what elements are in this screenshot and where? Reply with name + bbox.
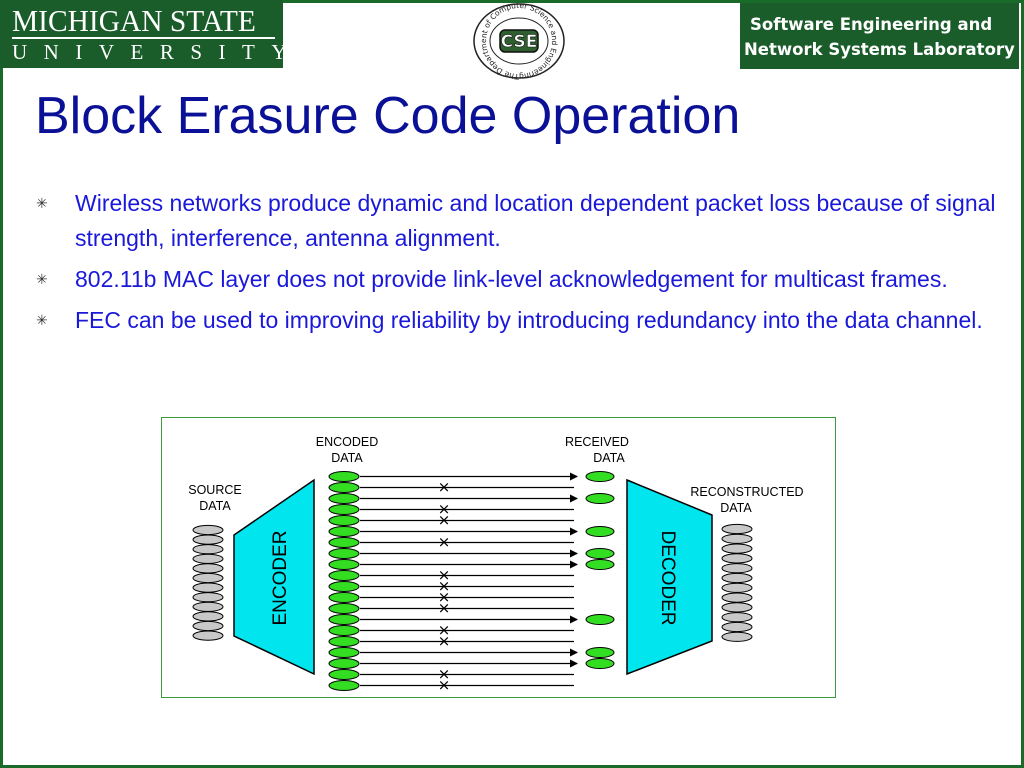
source-packet [192, 553, 224, 564]
lost-packet-mark: × [438, 577, 451, 595]
source-packet [192, 572, 224, 584]
received-packet [585, 493, 615, 504]
source-packet [192, 601, 224, 612]
bullet-marker-icon: ✳ [36, 195, 48, 211]
lab-logo-line2: Network Systems Laboratory [744, 40, 1015, 59]
diagram-canvas: SOURCE DATA ENCODED DATA RECEIVED DATA R… [188, 435, 803, 694]
reconstructed-packet [721, 621, 753, 633]
encoded-packet [328, 658, 360, 669]
source-packet [192, 592, 224, 603]
decoder-label: DECODER [657, 530, 678, 625]
received-packet [585, 614, 615, 625]
lab-logo-line1: Software Engineering and [750, 15, 993, 34]
reconstructed-packet [721, 602, 753, 613]
msu-logo-rule [12, 37, 275, 39]
encoded-packet [328, 647, 360, 658]
reconstructed-packet [721, 563, 753, 574]
lost-packet-mark: × [438, 588, 451, 606]
lost-packet-mark: × [438, 566, 451, 584]
bullet-marker-icon: ✳ [36, 312, 48, 328]
bullet-item: ✳ FEC can be used to improving reliabilit… [36, 303, 1006, 338]
lab-logo: Software Engineering and Network Systems… [740, 3, 1019, 69]
reconstructed-packet [721, 533, 753, 544]
encoded-packet [328, 581, 360, 592]
cse-seal-center-text: CSE [501, 32, 538, 52]
reconstructed-packet [721, 523, 753, 535]
encoded-packet [328, 669, 360, 680]
lost-packet-mark: × [438, 511, 451, 529]
reconstructed-data-label-2: DATA [720, 501, 752, 515]
source-packet [192, 563, 224, 574]
source-packet [192, 582, 224, 593]
encoded-packet [328, 603, 360, 614]
source-packet [192, 630, 224, 641]
source-packet [192, 611, 224, 622]
bullet-text: 802.11b MAC layer does not provide link-… [75, 266, 948, 292]
received-packet [585, 526, 615, 537]
cse-seal-logo: The Department of Computer Science and E… [473, 2, 565, 80]
msu-logo-line1: MICHIGAN STATE [12, 3, 256, 38]
received-packet [585, 647, 615, 658]
lost-packet-mark: × [438, 599, 451, 617]
bullet-list: ✳ Wireless networks produce dynamic and l… [36, 186, 1006, 344]
decoder-block [626, 478, 713, 676]
received-packet [585, 471, 615, 482]
encoded-data-label-1: ENCODED [316, 435, 379, 449]
encoded-packet [328, 548, 360, 559]
reconstructed-packet [721, 612, 753, 623]
source-data-label-1: SOURCE [188, 483, 241, 497]
source-packet [192, 534, 224, 545]
received-packet [585, 548, 615, 559]
received-data-label-1: RECEIVED [565, 435, 629, 449]
source-packet [192, 524, 224, 536]
encoded-packet [328, 482, 360, 493]
encoded-packet [328, 636, 360, 647]
encoded-data-label-2: DATA [331, 451, 363, 465]
reconstructed-packet [721, 553, 753, 564]
lost-packet-mark: × [438, 621, 451, 639]
encoded-packet [328, 592, 360, 603]
received-packet [585, 658, 615, 669]
lost-packet-mark: × [438, 632, 451, 650]
source-packet [192, 620, 224, 632]
source-packet [192, 544, 224, 555]
reconstructed-packet [721, 631, 753, 642]
slide-title: Block Erasure Code Operation [35, 87, 741, 145]
encoded-packet [328, 493, 360, 504]
reconstructed-data-label-1: RECONSTRUCTED [690, 485, 803, 499]
lost-packet-mark: × [438, 533, 451, 551]
encoded-packet [328, 537, 360, 548]
encoded-packet [328, 680, 360, 691]
received-data-label-2: DATA [593, 451, 625, 465]
encoded-packet [328, 625, 360, 636]
encoder-label: ENCODER [270, 530, 291, 625]
erasure-code-diagram: SOURCE DATA ENCODED DATA RECEIVED DATA R… [161, 417, 836, 698]
lost-packet-mark: × [438, 478, 451, 496]
lost-packet-mark: × [438, 676, 451, 694]
reconstructed-packet [721, 572, 753, 584]
encoded-packet [328, 526, 360, 537]
bullet-item: ✳ 802.11b MAC layer does not provide link… [36, 262, 1006, 297]
bullet-marker-icon: ✳ [36, 271, 48, 287]
encoded-packet [328, 614, 360, 625]
reconstructed-packet [721, 543, 753, 554]
reconstructed-packet [721, 582, 753, 593]
lost-packet-mark: × [438, 665, 451, 683]
encoded-packet [328, 570, 360, 581]
bullet-item: ✳ Wireless networks produce dynamic and l… [36, 186, 1006, 256]
bullet-text: Wireless networks produce dynamic and lo… [75, 190, 996, 251]
source-data-label-2: DATA [199, 499, 231, 513]
bullet-text: FEC can be used to improving reliability… [75, 307, 983, 333]
received-packet [585, 559, 615, 570]
encoded-packet [328, 504, 360, 515]
encoder-block [233, 478, 315, 676]
reconstructed-packet [721, 592, 753, 603]
msu-logo: MICHIGAN STATE UNIVERSITY [0, 0, 287, 68]
lost-packet-mark: × [438, 500, 451, 518]
msu-logo-line2: UNIVERSITY [12, 40, 303, 64]
encoded-packet [328, 559, 360, 570]
encoded-packet [328, 471, 360, 482]
encoded-packet [328, 515, 360, 526]
